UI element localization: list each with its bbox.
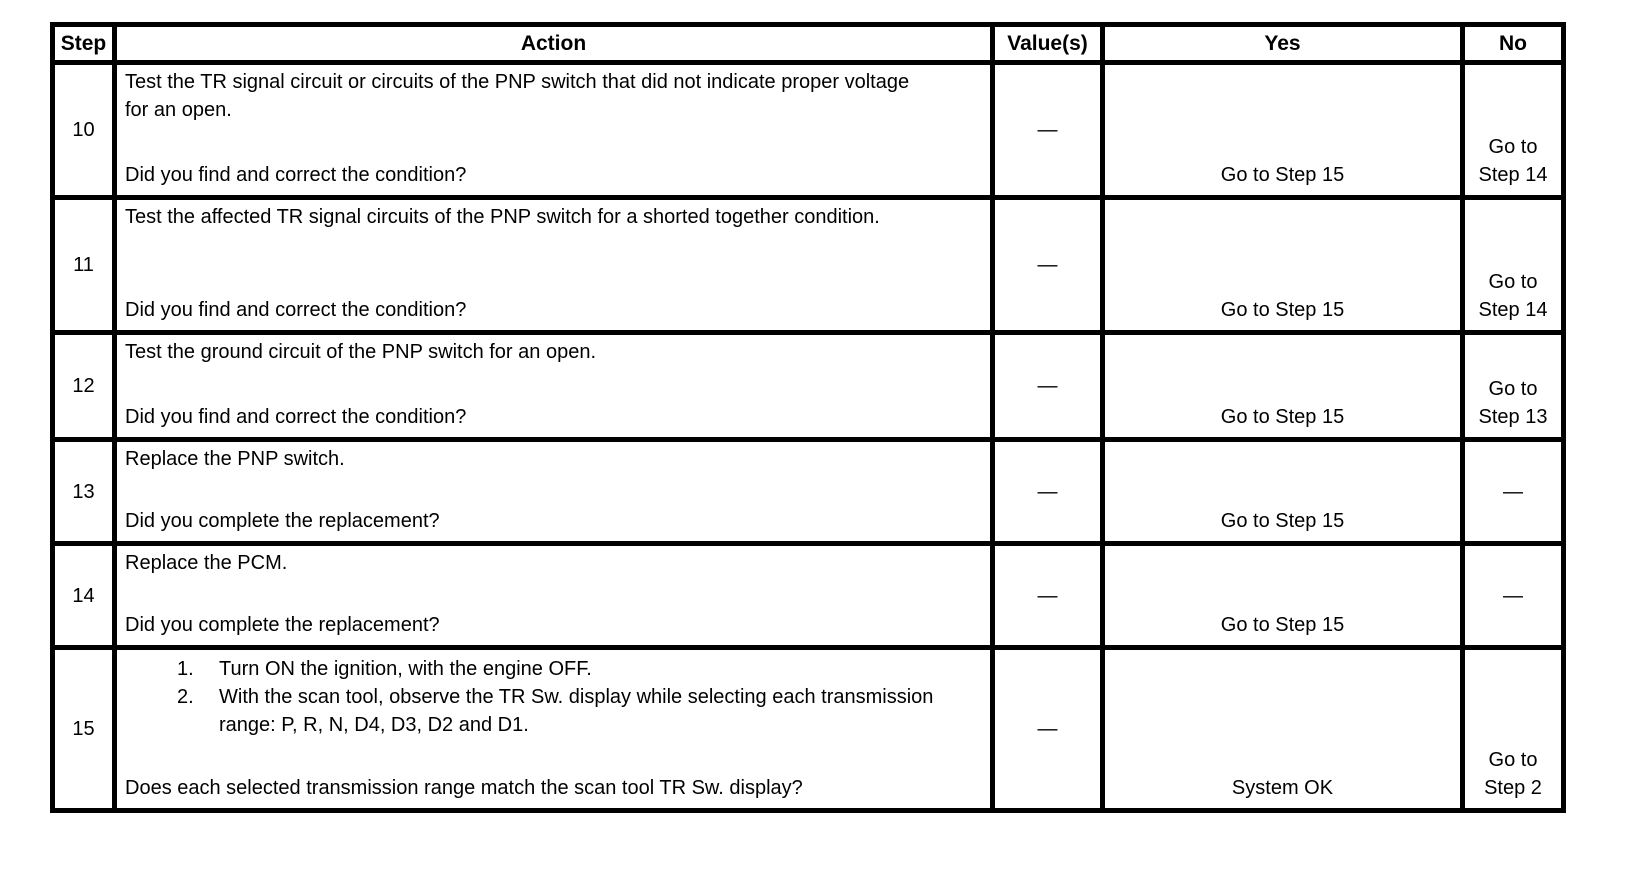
step-number: 15 — [50, 645, 117, 813]
action-numbered-list: 1. Turn ON the ignition, with the engine… — [125, 653, 984, 739]
value-cell: — — [990, 645, 1105, 813]
value-cell: — — [990, 330, 1105, 442]
no-cell: Go to Step 14 — [1460, 195, 1566, 335]
value-cell: — — [990, 437, 1105, 546]
action-cell: Test the affected TR signal circuits of … — [112, 195, 995, 335]
action-question: Did you find and correct the condition? — [125, 164, 467, 186]
header-row: Step Action Value(s) Yes No — [50, 22, 1566, 65]
action-text: Test the TR signal circuit or circuits o… — [125, 71, 910, 121]
step-number: 10 — [50, 60, 117, 200]
list-item-number: 2. — [177, 686, 194, 708]
action-question: Did you complete the replacement? — [125, 614, 440, 636]
yes-cell: Go to Step 15 — [1100, 437, 1465, 546]
step-number: 11 — [50, 195, 117, 335]
action-cell: Replace the PNP switch. Did you complete… — [112, 437, 995, 546]
value-cell: — — [990, 60, 1105, 200]
table-row-step-13: 13 Replace the PNP switch. Did you compl… — [50, 437, 1566, 546]
list-item-number: 1. — [177, 658, 194, 680]
yes-cell: Go to Step 15 — [1100, 195, 1465, 335]
column-header-yes: Yes — [1100, 22, 1465, 65]
table-row-step-10: 10 Test the TR signal circuit or circuit… — [50, 60, 1566, 200]
step-number: 12 — [50, 330, 117, 442]
no-cell: — — [1460, 437, 1566, 546]
action-question: Did you find and correct the condition? — [125, 406, 467, 428]
yes-cell: Go to Step 15 — [1100, 541, 1465, 650]
action-text: Test the affected TR signal circuits of … — [125, 206, 880, 228]
action-text: Replace the PCM. — [125, 552, 288, 574]
no-cell: — — [1460, 541, 1566, 650]
column-header-step: Step — [50, 22, 117, 65]
action-cell: Test the ground circuit of the PNP switc… — [112, 330, 995, 442]
action-question: Did you find and correct the condition? — [125, 299, 467, 321]
action-text: Test the ground circuit of the PNP switc… — [125, 341, 596, 363]
yes-cell: System OK — [1100, 645, 1465, 813]
action-cell: Test the TR signal circuit or circuits o… — [112, 60, 995, 200]
action-question: Does each selected transmission range ma… — [125, 777, 803, 799]
no-cell: Go to Step 14 — [1460, 60, 1566, 200]
column-header-action: Action — [112, 22, 995, 65]
column-header-no: No — [1460, 22, 1566, 65]
no-cell: Go to Step 13 — [1460, 330, 1566, 442]
action-cell: Replace the PCM. Did you complete the re… — [112, 541, 995, 650]
list-item: 2. With the scan tool, observe the TR Sw… — [125, 683, 984, 739]
action-cell: 1. Turn ON the ignition, with the engine… — [112, 645, 995, 813]
yes-cell: Go to Step 15 — [1100, 60, 1465, 200]
step-number: 13 — [50, 437, 117, 546]
no-cell: Go to Step 2 — [1460, 645, 1566, 813]
table-row-step-14: 14 Replace the PCM. Did you complete the… — [50, 541, 1566, 650]
diagnostic-table: Step Action Value(s) Yes No 10 Test the … — [50, 22, 1566, 813]
yes-cell: Go to Step 15 — [1100, 330, 1465, 442]
action-question: Did you complete the replacement? — [125, 510, 440, 532]
table-row-step-11: 11 Test the affected TR signal circuits … — [50, 195, 1566, 335]
step-number: 14 — [50, 541, 117, 650]
table-row-step-15: 15 1. Turn ON the ignition, with the eng… — [50, 645, 1566, 813]
list-item: 1. Turn ON the ignition, with the engine… — [125, 655, 984, 683]
table-row-step-12: 12 Test the ground circuit of the PNP sw… — [50, 330, 1566, 442]
value-cell: — — [990, 195, 1105, 335]
value-cell: — — [990, 541, 1105, 650]
list-item-text: With the scan tool, observe the TR Sw. d… — [219, 686, 934, 736]
action-text: Replace the PNP switch. — [125, 448, 345, 470]
column-header-values: Value(s) — [990, 22, 1105, 65]
list-item-text: Turn ON the ignition, with the engine OF… — [219, 658, 592, 680]
